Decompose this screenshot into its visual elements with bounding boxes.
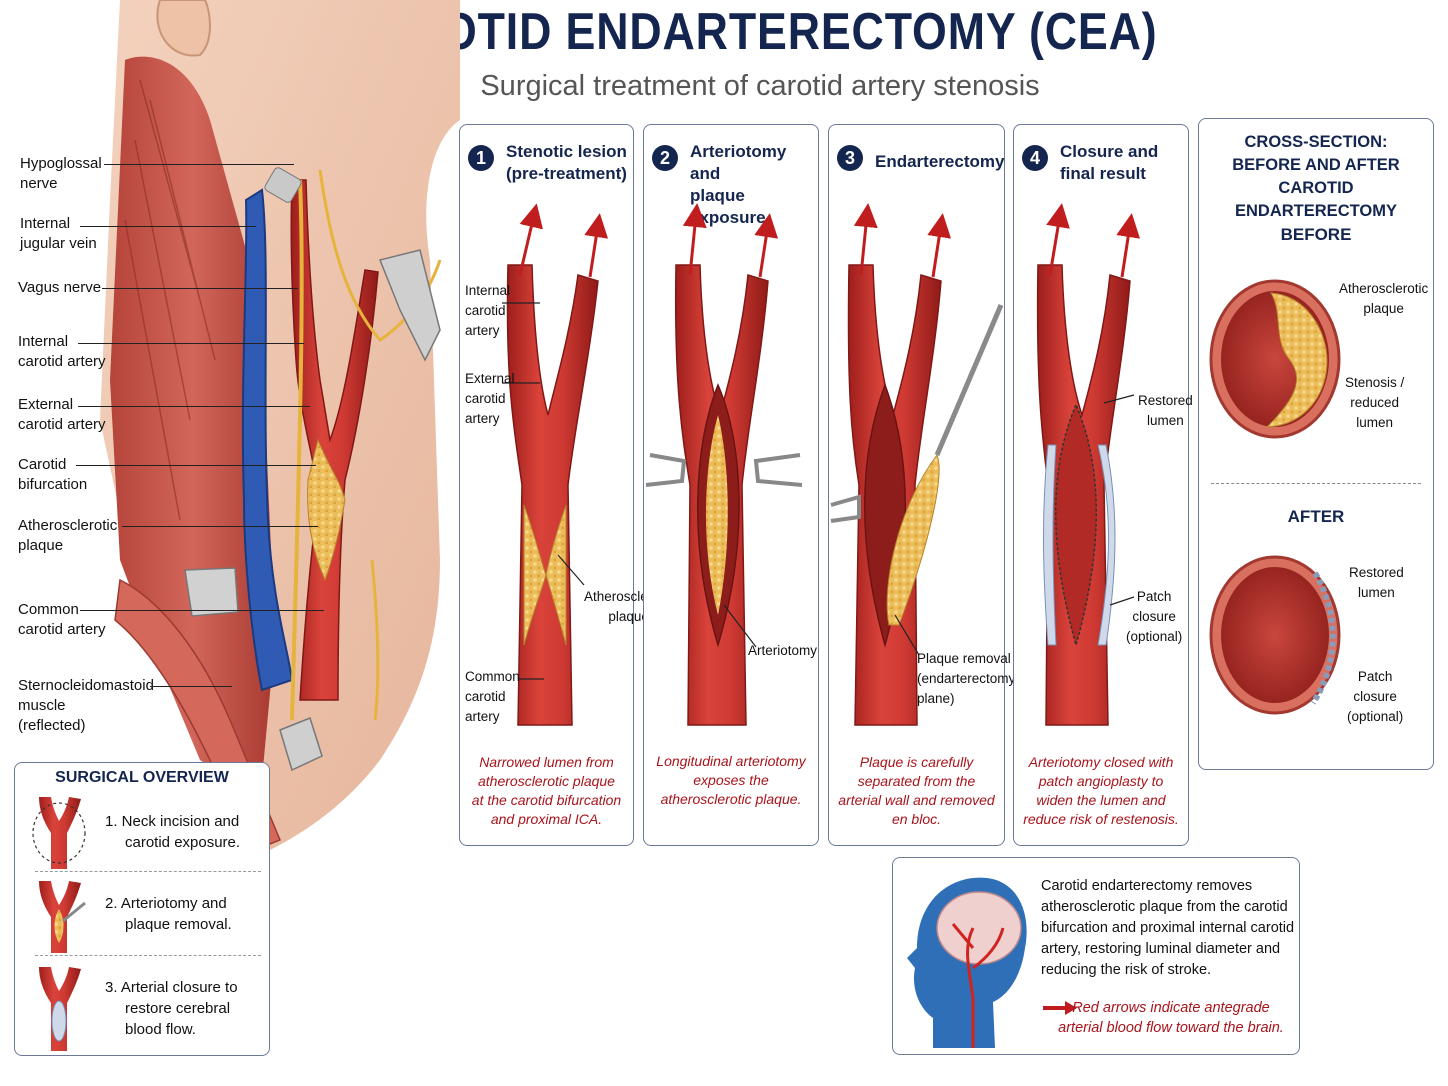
leader-line (150, 686, 232, 687)
step-title: Endarterectomy (875, 152, 1005, 171)
leader-line (102, 288, 298, 289)
step-number-badge: 4 (1022, 145, 1048, 171)
after-heading: AFTER (1287, 507, 1345, 526)
after-cross-section (1209, 555, 1341, 715)
step-panel-1: 1 Stenotic lesion(pre-treatment) Interna… (459, 124, 673, 846)
step-panel-3: 3 Endarterectomy Plaque removal(endarter… (828, 124, 1015, 846)
divider (35, 871, 261, 872)
leader-line (80, 610, 324, 611)
step-number-badge: 2 (652, 145, 678, 171)
label-arteriotomy: Arteriotomy (748, 643, 818, 658)
leader-line (122, 526, 318, 527)
arteriotomy-illustration (645, 203, 803, 726)
stenotic-artery-illustration (502, 203, 609, 726)
closure-illustration (1036, 203, 1141, 726)
leader-line (104, 164, 294, 165)
leader-line (80, 226, 256, 227)
page-title: CAROTID ENDARTERECTOMY (CEA) (342, 3, 1158, 61)
step-title: Stenotic lesion(pre-treatment) (506, 142, 627, 183)
divider (1211, 483, 1421, 484)
red-arrow-icon (1043, 1001, 1077, 1015)
divider (35, 955, 261, 956)
endarterectomy-illustration (830, 203, 1004, 726)
before-heading: BEFORE (1280, 225, 1352, 244)
overview-title: SURGICAL OVERVIEW (55, 769, 229, 786)
step-number-badge: 3 (837, 145, 863, 171)
leader-line (78, 406, 310, 407)
before-cross-section (1209, 279, 1341, 439)
head-brain-icon (907, 877, 1027, 1048)
leader-line (76, 465, 316, 466)
overview-step-2-icon (39, 881, 86, 953)
label-vagus-nerve: Vagus nerve (18, 279, 102, 296)
overview-step-1-icon (32, 797, 86, 869)
leader-line (78, 343, 304, 344)
overview-step-3-icon (39, 967, 81, 1051)
page-subtitle: Surgical treatment of carotid artery ste… (480, 70, 1040, 102)
step-number-badge: 1 (468, 145, 494, 171)
